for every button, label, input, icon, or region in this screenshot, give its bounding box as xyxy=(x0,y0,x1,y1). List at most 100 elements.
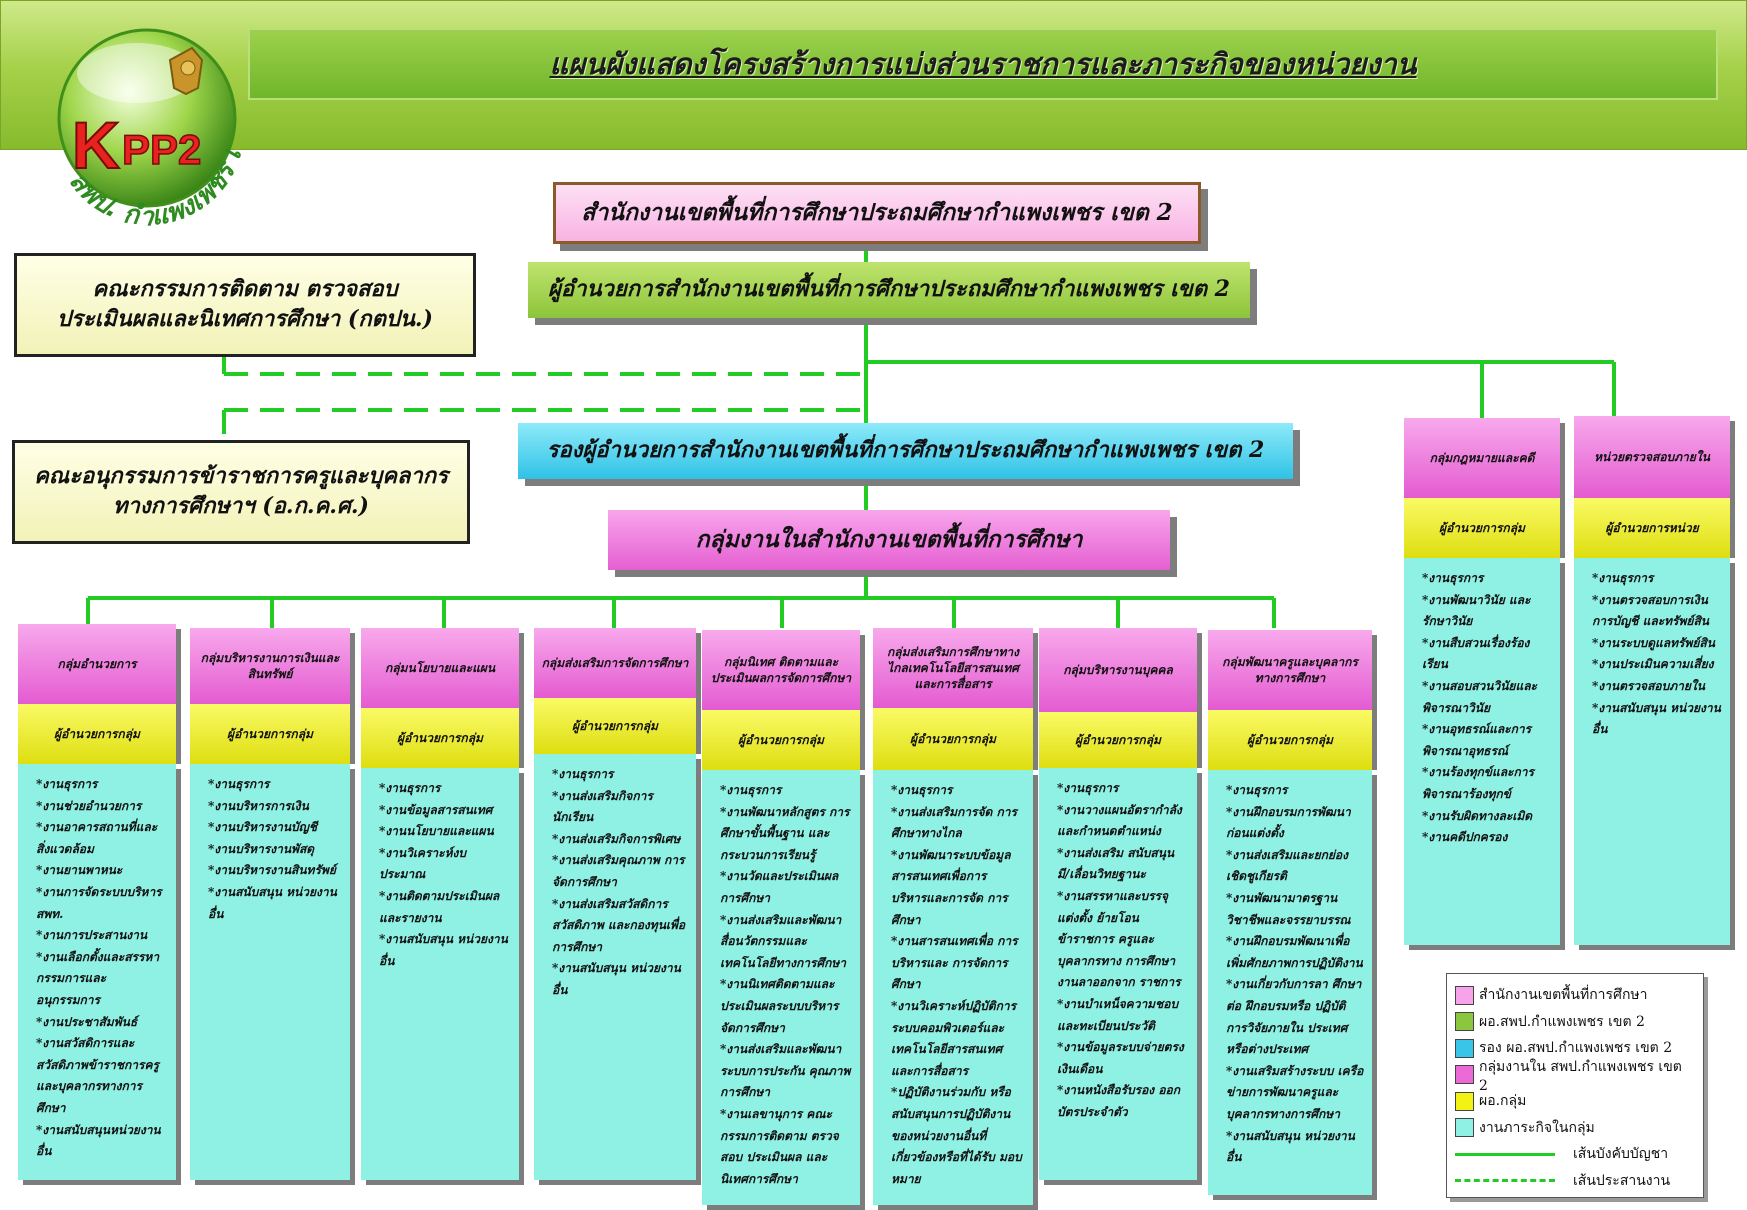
task-item: *งานสนับสนุน หน่วยงานอื่น xyxy=(1226,1128,1355,1165)
legend-swatch xyxy=(1455,1012,1474,1032)
task-item: *งานร้องทุกข์และการ พิจารณาร้องทุกข์ xyxy=(1422,765,1534,801)
task-item: *งานส่งเสริมกิจการนักเรียน xyxy=(552,788,653,825)
task-item: *งานธุรการ xyxy=(1057,781,1119,795)
legend-item: ผอ.กลุ่ม xyxy=(1455,1088,1695,1115)
committee1-line2: ประเมินผลและนิเทศการศึกษา (กตปน.) xyxy=(57,306,433,332)
task-item: *งานสนับสนุนหน่วยงานอื่น xyxy=(36,1122,161,1159)
task-item: *งานฝึกอบรมการพัฒนา ก่อนแต่งตั้ง xyxy=(1226,804,1351,841)
deputy-director-box: รองผู้อำนวยการสำนักงานเขตพื้นที่การศึกษา… xyxy=(518,423,1293,479)
group-name-6: กลุ่มบริหารงานบุคคล xyxy=(1039,628,1197,712)
legend-swatch xyxy=(1455,1065,1474,1085)
group-head-2: ผู้อำนวยการกลุ่ม xyxy=(361,708,519,768)
task-item: *งานสรรหาและบรรจุ แต่งตั้ง ย้ายโอนข้าราช… xyxy=(1057,888,1181,990)
legend-label: รอง ผอ.สพป.กำแพงเพชร เขต 2 xyxy=(1479,1040,1673,1057)
task-item: *งานธุรการ xyxy=(379,781,441,795)
side-unit-name-0: กลุ่มกฎหมายและคดี xyxy=(1404,418,1560,498)
task-item: *งานพัฒนาวินัย และรักษาวินัย xyxy=(1422,592,1531,629)
task-item: *งานเลือกตั้งและสรรหากรรมการและอนุกรรมกา… xyxy=(36,949,160,1007)
task-item: *งานยานพาหนะ xyxy=(36,863,123,878)
task-item: *งานสวัสดิการและสวัสดิภาพข้าราชการครูและ… xyxy=(36,1036,159,1115)
header-title-bar xyxy=(248,28,1718,100)
task-item: *งานระบบดูแลทรัพย์สิน xyxy=(1592,635,1715,650)
task-item: *งานสารสนเทศเพื่อ การบริหารและ การจัดการ… xyxy=(891,934,1018,992)
group-tasks-0: *งานธุรการ *งานช่วยอำนวยการ *งานอาคารสถานท… xyxy=(18,764,176,1180)
task-item: *งานสนับสนุน หน่วยงานอื่น xyxy=(379,932,508,968)
kpp2-logo: K PP2 สพป. กำแพงเพชร เขต 2 xyxy=(42,18,248,228)
task-item: *งานบริหารงานพัสดุ xyxy=(208,841,315,856)
legend-item: กลุ่มงานใน สพป.กำแพงเพชร เขต 2 xyxy=(1455,1059,1695,1094)
task-item: *งานวัดและประเมินผล การศึกษา xyxy=(720,869,839,905)
task-item: *งานช่วยอำนวยการ xyxy=(36,798,142,813)
legend-label: กลุ่มงานใน สพป.กำแพงเพชร เขต 2 xyxy=(1479,1058,1682,1094)
task-item: *งานส่งเสริมและพัฒนา สื่อนวัตกรรมและ เทค… xyxy=(720,912,847,970)
legend-swatch xyxy=(1455,1118,1474,1138)
group-head-1: ผู้อำนวยการกลุ่ม xyxy=(190,704,350,764)
task-item: *งานอาคารสถานที่และสิ่งแวดล้อม xyxy=(36,820,158,856)
svg-text:K: K xyxy=(72,108,120,182)
legend-label: สำนักงานเขตพื้นที่การศึกษา xyxy=(1479,987,1648,1004)
task-item: *งานพัฒนามาตรฐาน วิชาชีพและจรรยาบรรณ xyxy=(1226,890,1351,927)
task-item: *งานธุรการ xyxy=(891,783,953,797)
task-item: *งานข้อมูลสารสนเทศ xyxy=(379,802,493,817)
committee2-line2: ทางการศึกษาฯ (อ.ก.ค.ศ.) xyxy=(113,493,369,519)
legend-swatch xyxy=(1455,1038,1474,1058)
task-item: *งานสนับสนุน หน่วยงานอื่น xyxy=(1592,700,1721,737)
page-title: แผนผังแสดงโครงสร้างการแบ่งส่วนราชการและภ… xyxy=(549,47,1417,81)
task-item: *งานส่งเสริมสวัสดิการ สวัสดิภาพ และกองทุ… xyxy=(552,896,686,954)
legend-swatch xyxy=(1455,1091,1474,1111)
task-item: *งานประเมินความเสี่ยง xyxy=(1592,657,1714,672)
task-item: *งานธุรการ xyxy=(36,777,98,791)
side-unit-name-1: หน่วยตรวจสอบภายใน xyxy=(1574,416,1730,498)
task-item: *งานวางแผนอัตรากำลัง และกำหนดตำแหน่ง xyxy=(1057,802,1182,839)
task-item: *งานอุทธรณ์และการ พิจารณาอุทธรณ์ xyxy=(1422,722,1532,758)
group-head-5: ผู้อำนวยการกลุ่ม xyxy=(873,708,1033,770)
side-unit-tasks-1: *งานธุรการ *งานตรวจสอบการเงิน การบัญชี แล… xyxy=(1574,558,1730,945)
task-item: *งานคดีปกครอง xyxy=(1422,830,1508,845)
committee2-line1: คณะอนุกรรมการข้าราชการครูและบุคลากร xyxy=(34,463,448,490)
task-item: *งานรับผิดทางละเมิด xyxy=(1422,808,1533,823)
group-name-3: กลุ่มส่งเสริมการจัดการศึกษา xyxy=(534,628,696,698)
task-item: *งานนิเทศติดตามและ ประเมินผลระบบบริหาร จ… xyxy=(720,977,839,1035)
task-item: *งานสืบสวนเรื่องร้องเรียน xyxy=(1422,635,1530,672)
group-head-7: ผู้อำนวยการกลุ่ม xyxy=(1208,710,1372,770)
task-item: *งานเสริมสร้างระบบ เครือข่ายการพัฒนาครูแ… xyxy=(1226,1063,1364,1121)
task-item: *งานธุรการ xyxy=(1422,571,1484,585)
task-item: *งานตรวจสอบภายใน xyxy=(1592,678,1705,693)
task-item: *งานการประสานงาน xyxy=(36,928,148,943)
task-item: *งานธุรการ xyxy=(1592,571,1654,585)
logo-text: PP2 xyxy=(122,126,201,173)
task-item: *งานข้อมูลระบบจ่ายตรง เงินเดือน xyxy=(1057,1040,1184,1076)
task-item: *งานฝึกอบรมพัฒนาเพื่อ เพิ่มศักยภาพการปฏิ… xyxy=(1226,934,1363,970)
task-item: *งานส่งเสริมการจัด การศึกษาทางไกล xyxy=(891,804,1017,841)
task-item: *งานเลขานุการ คณะกรรมการติดตาม ตรวจสอบ ป… xyxy=(720,1106,839,1186)
group-name-0: กลุ่มอำนวยการ xyxy=(18,624,176,704)
group-tasks-4: *งานธุรการ *งานพัฒนาหลักสูตร การศึกษาขั้น… xyxy=(702,770,860,1205)
task-item: *งานธุรการ xyxy=(552,767,614,781)
task-item: *งานเกี่ยวกับการลา ศึกษาต่อ ฝึกอบรมหรือ … xyxy=(1226,977,1362,1057)
task-item: *งานสนับสนุน หน่วยงานอื่น xyxy=(552,961,681,997)
task-item: *งานวิเคราะห์ปฏิบัติการ ระบบคอมพิวเตอร์แ… xyxy=(891,998,1017,1078)
task-item: *งานธุรการ xyxy=(720,783,782,797)
side-unit-head-1: ผู้อำนวยการหน่วย xyxy=(1574,498,1730,558)
group-head-0: ผู้อำนวยการกลุ่ม xyxy=(18,704,176,764)
task-item: *งานวิเคราะห์งบประมาณ xyxy=(379,845,466,882)
groups-header-box: กลุ่มงานในสำนักงานเขตพื้นที่การศึกษา xyxy=(608,510,1170,570)
group-tasks-5: *งานธุรการ *งานส่งเสริมการจัด การศึกษาทาง… xyxy=(873,770,1033,1205)
task-item: *งานสนับสนุน หน่วยงานอื่น xyxy=(208,884,337,921)
task-item: *งานพัฒนาหลักสูตร การศึกษาขั้นพื้นฐาน แล… xyxy=(720,804,850,862)
legend-solid-line: เส้นบังคับบัญชา xyxy=(1455,1141,1695,1168)
side-unit-head-0: ผู้อำนวยการกลุ่ม xyxy=(1404,498,1560,558)
legend-item: สำนักงานเขตพื้นที่การศึกษา xyxy=(1455,982,1695,1009)
legend-label: งานภาระกิจในกลุ่ม xyxy=(1479,1119,1595,1136)
task-item: *งานส่งเสริม สนับสนุน มี/เลื่อนวิทยฐานะ xyxy=(1057,845,1175,882)
task-item: *งานส่งเสริมและพัฒนา ระบบการประกัน คุณภา… xyxy=(720,1042,851,1100)
group-head-4: ผู้อำนวยการกลุ่ม xyxy=(702,710,860,770)
task-item: *งานบริหารงานสินทรัพย์ xyxy=(208,863,336,878)
task-item: *งานประชาสัมพันธ์ xyxy=(36,1014,138,1029)
director-box: ผู้อำนวยการสำนักงานเขตพื้นที่การศึกษาประ… xyxy=(528,262,1250,318)
group-name-2: กลุ่มนโยบายและแผน xyxy=(361,628,519,708)
task-item: *งานตรวจสอบการเงิน การบัญชี และทรัพย์สิน xyxy=(1592,592,1709,629)
legend-item: รอง ผอ.สพป.กำแพงเพชร เขต 2 xyxy=(1455,1035,1695,1062)
task-item: *งานนโยบายและแผน xyxy=(379,824,494,839)
